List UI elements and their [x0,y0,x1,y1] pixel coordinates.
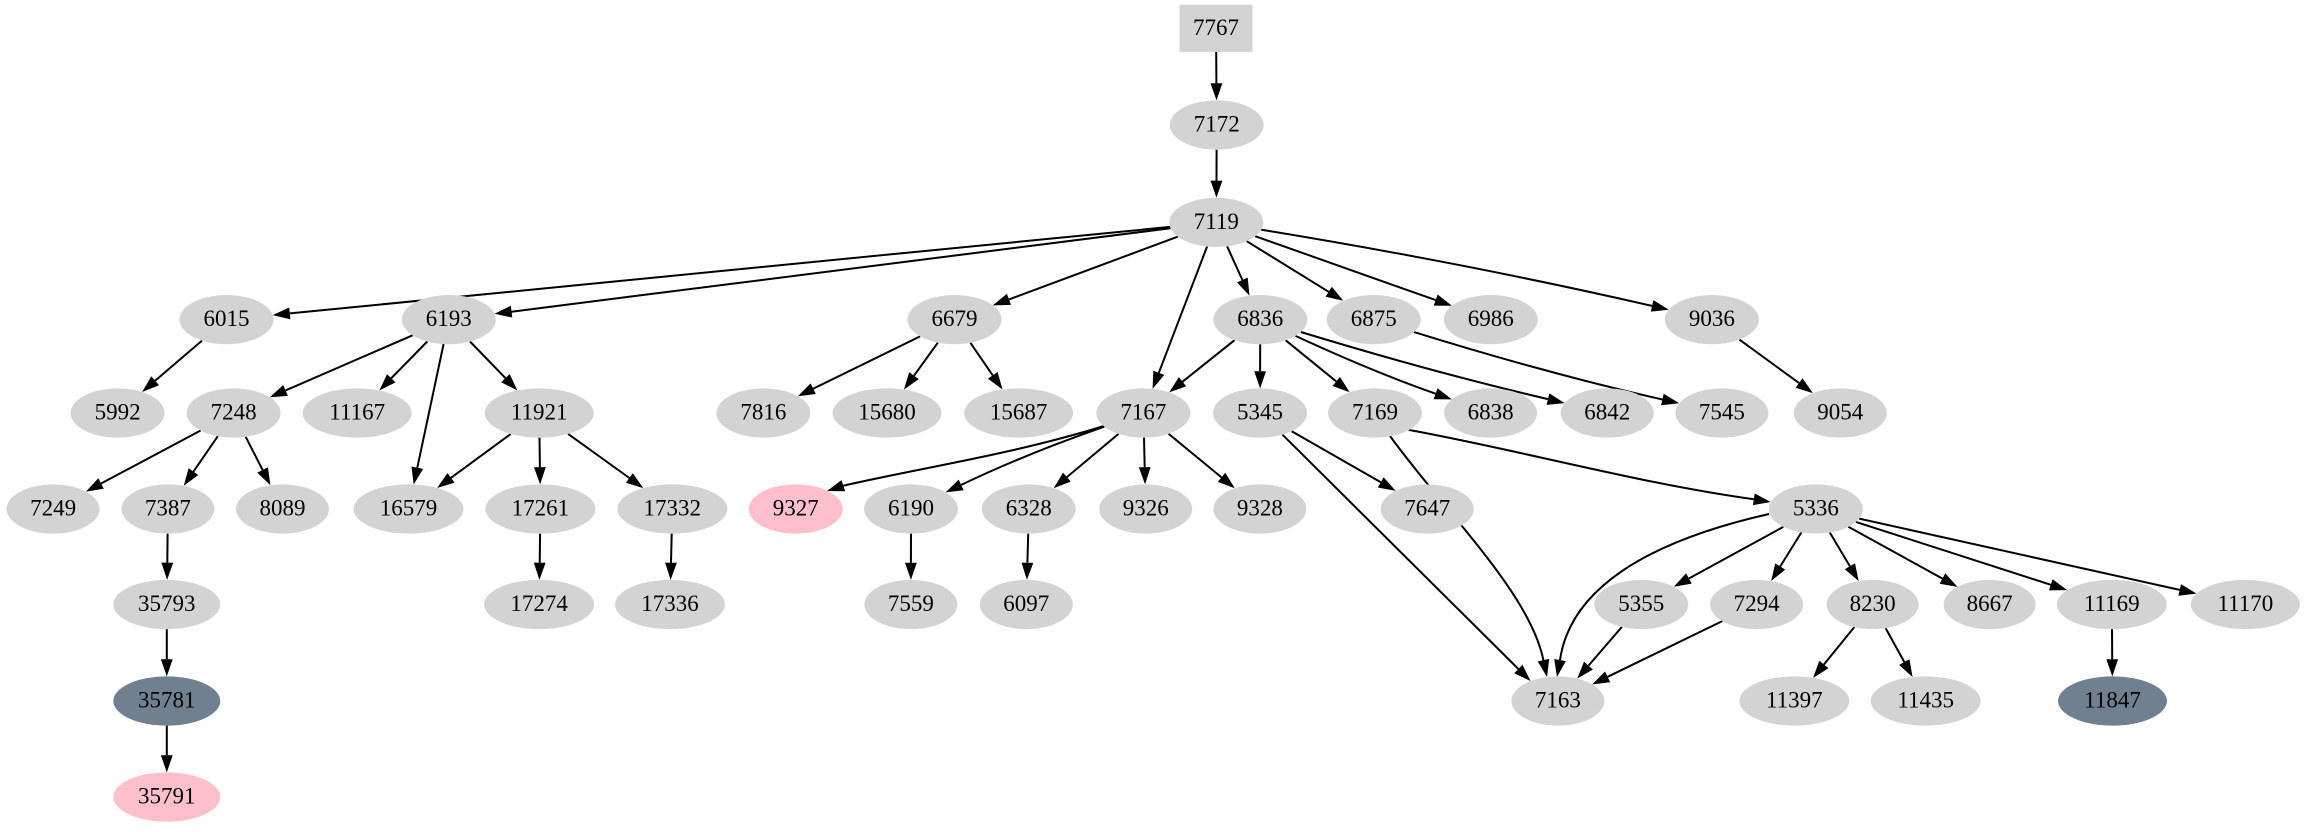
svg-text:6190: 6190 [888,496,934,521]
svg-text:9036: 9036 [1689,306,1735,331]
svg-text:7767: 7767 [1193,15,1239,40]
svg-text:11921: 11921 [511,400,568,425]
svg-text:6838: 6838 [1468,400,1514,425]
svg-text:7169: 7169 [1352,400,1398,425]
svg-text:5992: 5992 [95,400,141,425]
svg-text:7647: 7647 [1404,496,1450,521]
svg-text:17332: 17332 [644,496,702,521]
svg-text:17336: 17336 [641,591,699,616]
svg-text:9328: 9328 [1237,496,1283,521]
svg-text:9054: 9054 [1817,400,1864,425]
svg-text:6986: 6986 [1468,306,1514,331]
svg-text:11170: 11170 [2218,591,2274,616]
svg-text:15680: 15680 [858,400,916,425]
svg-text:7249: 7249 [30,496,76,521]
svg-text:15687: 15687 [990,400,1048,425]
svg-text:7816: 7816 [740,400,786,425]
svg-text:35781: 35781 [138,688,196,713]
svg-text:9327: 9327 [773,496,819,521]
svg-text:5336: 5336 [1793,496,1839,521]
svg-text:7167: 7167 [1120,400,1166,425]
svg-text:9326: 9326 [1123,496,1169,521]
svg-text:17274: 17274 [510,591,568,616]
svg-text:5355: 5355 [1618,591,1664,616]
svg-text:7559: 7559 [888,591,934,616]
svg-text:11169: 11169 [2084,591,2140,616]
svg-text:11435: 11435 [1897,688,1954,713]
svg-text:11167: 11167 [329,400,385,425]
svg-text:7163: 7163 [1535,688,1581,713]
svg-text:6193: 6193 [426,306,472,331]
svg-text:35793: 35793 [138,591,196,616]
svg-text:6875: 6875 [1351,306,1397,331]
svg-text:7119: 7119 [1194,209,1239,234]
svg-text:6836: 6836 [1237,306,1283,331]
svg-text:16579: 16579 [380,496,438,521]
svg-text:7545: 7545 [1699,400,1745,425]
svg-text:6679: 6679 [932,306,978,331]
svg-text:35791: 35791 [138,784,196,809]
svg-text:11397: 11397 [1766,688,1823,713]
svg-text:6842: 6842 [1584,400,1630,425]
svg-text:6015: 6015 [204,306,250,331]
svg-text:5345: 5345 [1237,400,1283,425]
svg-text:6097: 6097 [1003,591,1049,616]
svg-text:11847: 11847 [2084,688,2141,713]
svg-text:8089: 8089 [260,496,306,521]
svg-text:17261: 17261 [512,496,570,521]
svg-text:8230: 8230 [1850,591,1896,616]
svg-text:8667: 8667 [1967,591,2013,616]
svg-text:7294: 7294 [1734,591,1781,616]
svg-text:7387: 7387 [145,496,191,521]
svg-text:7172: 7172 [1194,112,1240,137]
svg-text:6328: 6328 [1006,496,1052,521]
svg-text:7248: 7248 [211,400,257,425]
